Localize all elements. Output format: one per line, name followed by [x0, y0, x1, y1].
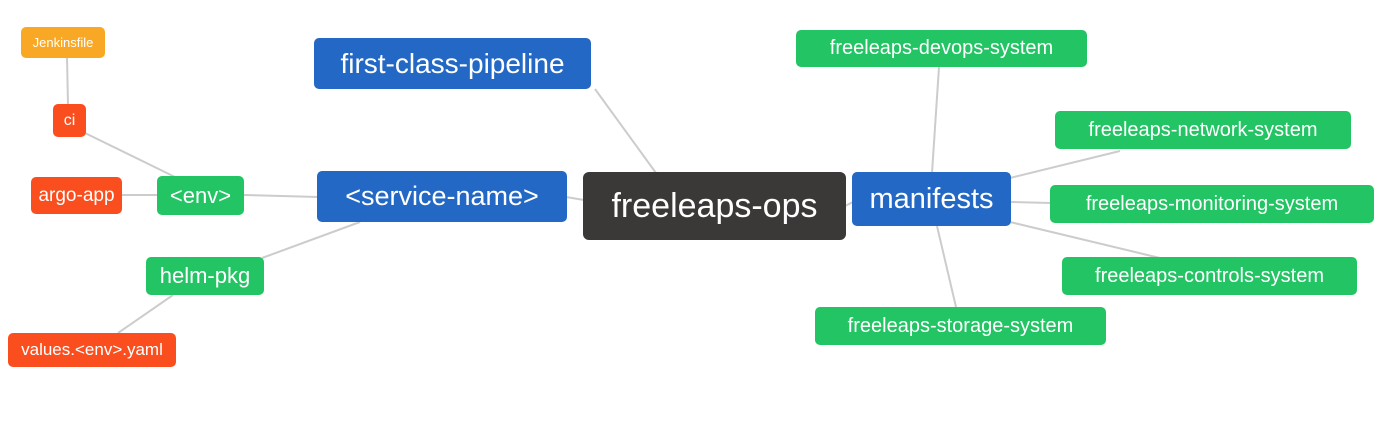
- node-jenkinsfile[interactable]: Jenkinsfile: [21, 27, 105, 58]
- edge-manifests-devops: [931, 66, 940, 174]
- node-values-env-yaml[interactable]: values.<env>.yaml: [8, 333, 176, 367]
- edge-values-helmpkg: [117, 294, 174, 334]
- node-env[interactable]: <env>: [157, 176, 244, 215]
- edge-helmpkg-servicename: [261, 221, 361, 259]
- edge-manifests-network: [1009, 150, 1121, 179]
- edge-env-servicename: [243, 194, 319, 198]
- edge-pipeline-ops: [594, 88, 657, 174]
- node-service-name[interactable]: <service-name>: [317, 171, 567, 222]
- node-manifests[interactable]: manifests: [852, 172, 1011, 226]
- edge-manifests-controls: [1009, 221, 1161, 259]
- node-first-class-pipeline[interactable]: first-class-pipeline: [314, 38, 591, 89]
- node-freeleaps-monitoring-system[interactable]: freeleaps-monitoring-system: [1050, 185, 1374, 223]
- edge-ops-manifests: [844, 201, 854, 207]
- node-ci[interactable]: ci: [53, 104, 86, 137]
- edge-manifests-storage: [936, 225, 957, 308]
- edge-servicename-ops: [565, 196, 585, 201]
- edge-jenkinsfile-ci: [66, 56, 69, 106]
- edge-ci-env: [84, 132, 176, 178]
- node-freeleaps-controls-system[interactable]: freeleaps-controls-system: [1062, 257, 1357, 295]
- node-argo-app[interactable]: argo-app: [31, 177, 122, 214]
- node-freeleaps-network-system[interactable]: freeleaps-network-system: [1055, 111, 1351, 149]
- node-freeleaps-storage-system[interactable]: freeleaps-storage-system: [815, 307, 1106, 345]
- edge-manifests-monitoring: [1009, 201, 1052, 204]
- node-freeleaps-devops-system[interactable]: freeleaps-devops-system: [796, 30, 1087, 67]
- node-helm-pkg[interactable]: helm-pkg: [146, 257, 264, 295]
- node-freeleaps-ops[interactable]: freeleaps-ops: [583, 172, 846, 240]
